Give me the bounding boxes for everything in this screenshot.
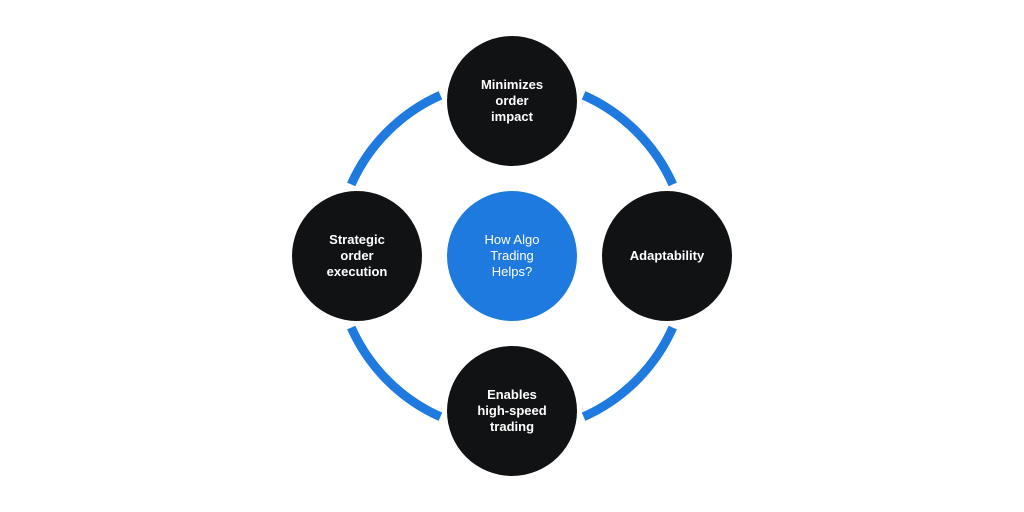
center-node: How Algo Trading Helps? <box>447 191 577 321</box>
node-enables-high-speed-trading: Enables high-speed trading <box>447 346 577 476</box>
ring-arcs <box>347 91 677 421</box>
node-label: Enables high-speed trading <box>477 387 547 434</box>
node-label: Adaptability <box>629 248 705 263</box>
arc-left-top <box>347 91 443 187</box>
node-label: Strategic order execution <box>326 232 388 279</box>
arc-bottom-left <box>347 325 443 421</box>
node-strategic-order-execution: Strategic order execution <box>292 191 422 321</box>
arc-right-bottom <box>581 325 677 421</box>
node-minimizes-order-impact: Minimizes order impact <box>447 36 577 166</box>
arc-top-right <box>581 91 677 187</box>
node-adaptability: Adaptability <box>602 191 732 321</box>
center-label: How Algo Trading Helps? <box>484 232 540 279</box>
node-label: Minimizes order impact <box>480 77 544 124</box>
